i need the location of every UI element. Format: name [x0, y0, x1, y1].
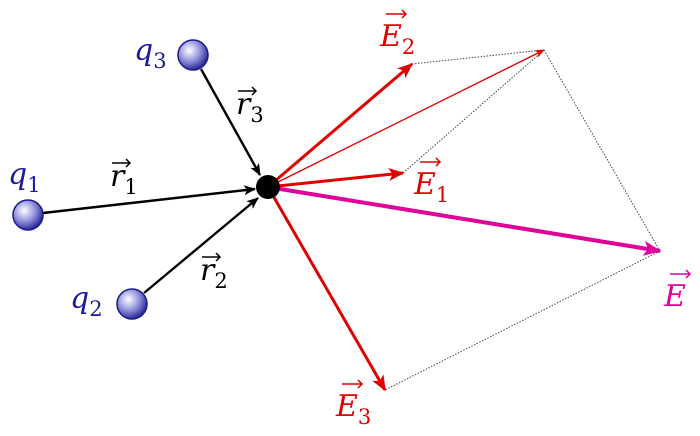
r2-label: r2 [200, 253, 228, 293]
charge-q1-sphere [12, 199, 44, 231]
total-field-label: E [663, 279, 686, 314]
charge-q3-sphere [177, 39, 209, 71]
r3-label: r3 [236, 87, 264, 127]
vector-arrow-accent-icon [202, 252, 222, 262]
e2-label: E2 [379, 19, 415, 59]
vector-arrow-accent-icon [420, 157, 442, 167]
vector-arrow-accent-icon [342, 379, 364, 389]
vector-arrow-accent-icon [670, 269, 692, 279]
r1-label: r1 [110, 159, 138, 199]
vector-arrow-accent-icon [112, 158, 132, 168]
r3-arrow [199, 68, 262, 176]
construction-line [402, 49, 545, 174]
construction-line [384, 250, 661, 391]
charge-q2-sphere [116, 288, 148, 320]
e1-arrow [267, 168, 405, 189]
construction-lines [384, 49, 661, 391]
construction-line [411, 49, 545, 65]
construction-line [543, 49, 661, 252]
q3-label: q3 [134, 33, 167, 73]
r1-arrow [42, 185, 256, 215]
e3-arrow [266, 186, 387, 392]
r2-arrow [143, 197, 259, 294]
vector-arrow-accent-icon [238, 86, 258, 96]
e2-arrow [267, 62, 413, 189]
e1-label: E1 [413, 167, 449, 207]
q1-label: q1 [8, 157, 41, 197]
e1-plus-e2-arrow [267, 49, 545, 188]
total-field-arrow [267, 185, 662, 256]
q2-label: q2 [70, 281, 103, 321]
vector-arrow-accent-icon [386, 9, 408, 19]
e3-label: E3 [335, 389, 371, 429]
test-point [256, 175, 280, 199]
